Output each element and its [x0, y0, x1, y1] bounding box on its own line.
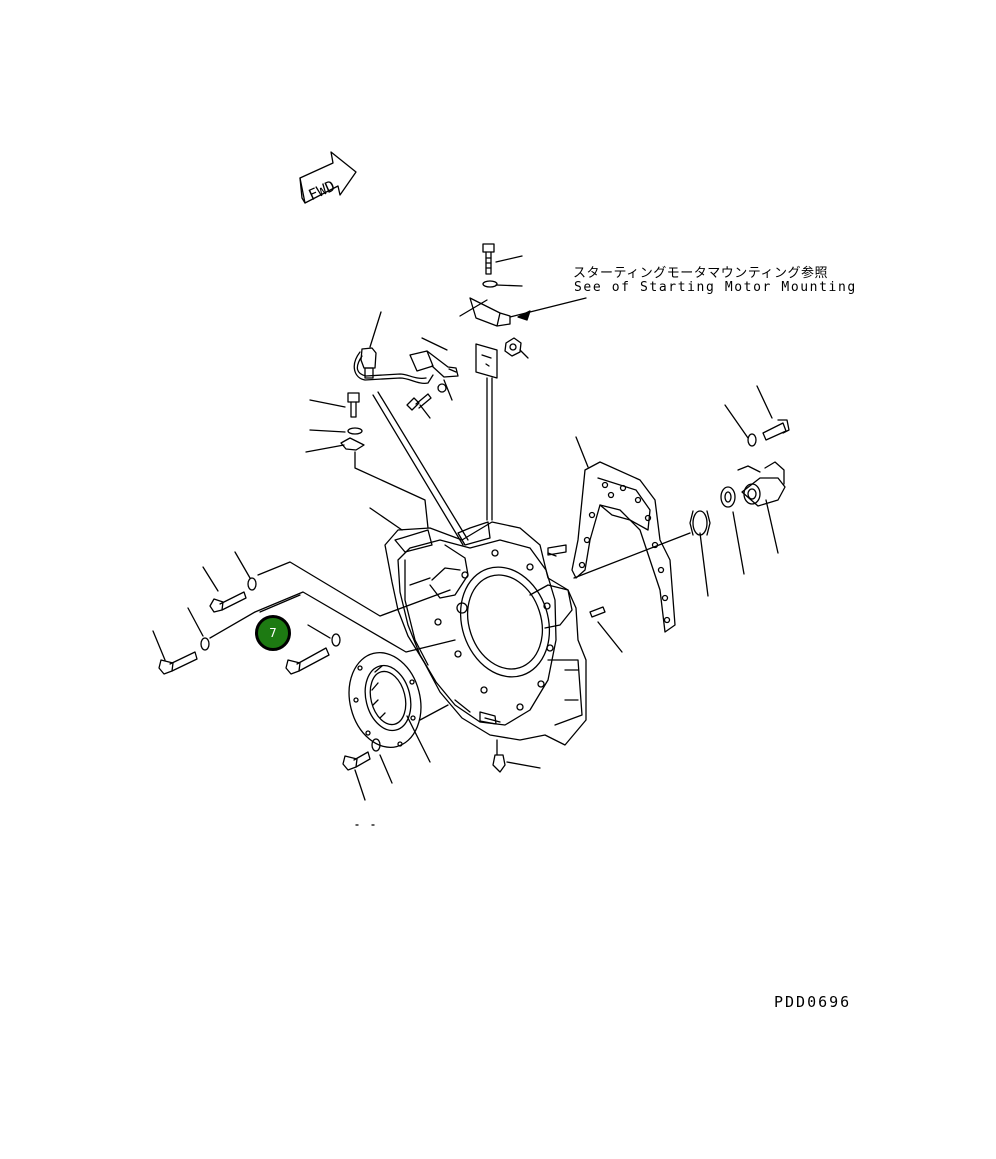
harness-routing: [354, 451, 429, 529]
washer-a: [247, 577, 257, 591]
bolt-a: [209, 591, 247, 613]
forward-arrow-icon: FWD: [299, 151, 357, 204]
washer-d: [371, 738, 381, 752]
seal-cover: [348, 652, 422, 748]
leader-frame: [257, 561, 451, 617]
top-washer: [482, 280, 498, 288]
bolt-b: [158, 651, 198, 675]
left-upper-washer: [347, 427, 363, 435]
flywheel-housing: [384, 521, 587, 746]
left-upper-bolt: [347, 392, 360, 418]
bolt-c: [285, 647, 330, 675]
part-callout-marker[interactable]: 7: [255, 615, 291, 651]
housing-gasket: [571, 461, 676, 633]
pump-washer: [747, 433, 757, 447]
washer-c: [331, 633, 341, 647]
reference-note-english: See of Starting Motor Mounting: [574, 280, 857, 295]
pump-bolt: [762, 419, 790, 441]
dowel-pin-lower: [589, 606, 606, 618]
top-bracket: [469, 297, 511, 327]
drain-plug: [492, 739, 506, 773]
washer-b: [200, 637, 210, 651]
leader-lines: [152, 255, 779, 801]
guide-rod: [372, 391, 469, 546]
bolt-d: [342, 751, 371, 771]
figure-code: PDD0696: [774, 993, 852, 1011]
clip-bracket: [340, 437, 365, 451]
pump-gear: [689, 510, 711, 536]
pump-assembly: [737, 461, 786, 507]
rod-bracket: [475, 343, 498, 379]
harness-bolt: [406, 393, 432, 411]
top-bolt: [482, 243, 495, 275]
dowel-pin: [547, 544, 567, 556]
nut: [504, 337, 522, 357]
reference-note-japanese: スターティングモータマウンティング参照: [573, 266, 828, 281]
sensor-harness: [353, 347, 459, 393]
pump-gasket: [720, 486, 736, 508]
